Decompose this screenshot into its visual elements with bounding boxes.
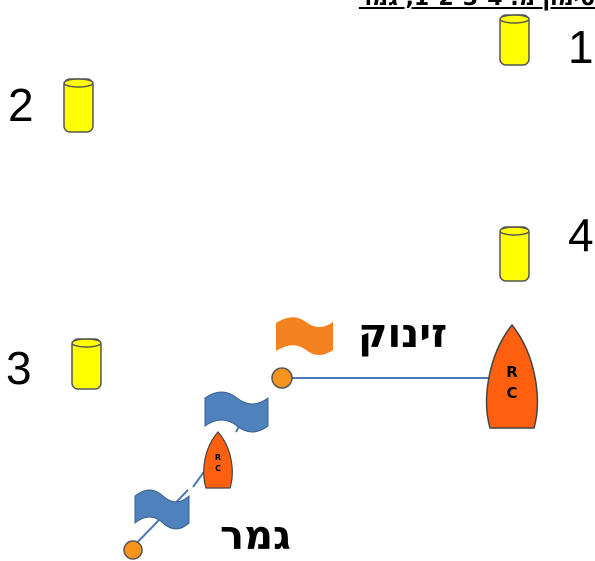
start-label: זינוק (358, 311, 448, 357)
mark-4-number: 4 (568, 209, 594, 261)
rc-boat-start-text-2: C (506, 384, 517, 402)
mark-2-buoy (63, 78, 94, 133)
mark-1-buoy (499, 14, 530, 66)
rc-boat-finish-text: R (215, 453, 221, 462)
start-pin-buoy (271, 367, 293, 389)
finish-label: גמר (220, 513, 291, 559)
mark-3-number: 3 (6, 342, 32, 394)
start-flag (276, 317, 333, 355)
blue-flag-upper (204, 391, 269, 433)
finish-pin-buoy (123, 540, 143, 560)
rc-boat-finish: R C (203, 431, 233, 489)
rc-boat-start: R C (485, 323, 539, 429)
diagram-title: סימון מ: 1-2-3-4, גמר (330, 0, 595, 11)
mark-3-buoy (71, 338, 102, 390)
rc-boat-start-text: R (506, 363, 518, 381)
rc-boat-finish-text-2: C (215, 464, 221, 473)
mark-2-number: 2 (8, 79, 34, 131)
blue-flag-lower (134, 489, 190, 530)
mark-1-number: 1 (568, 21, 594, 73)
mark-4-buoy (499, 226, 530, 282)
